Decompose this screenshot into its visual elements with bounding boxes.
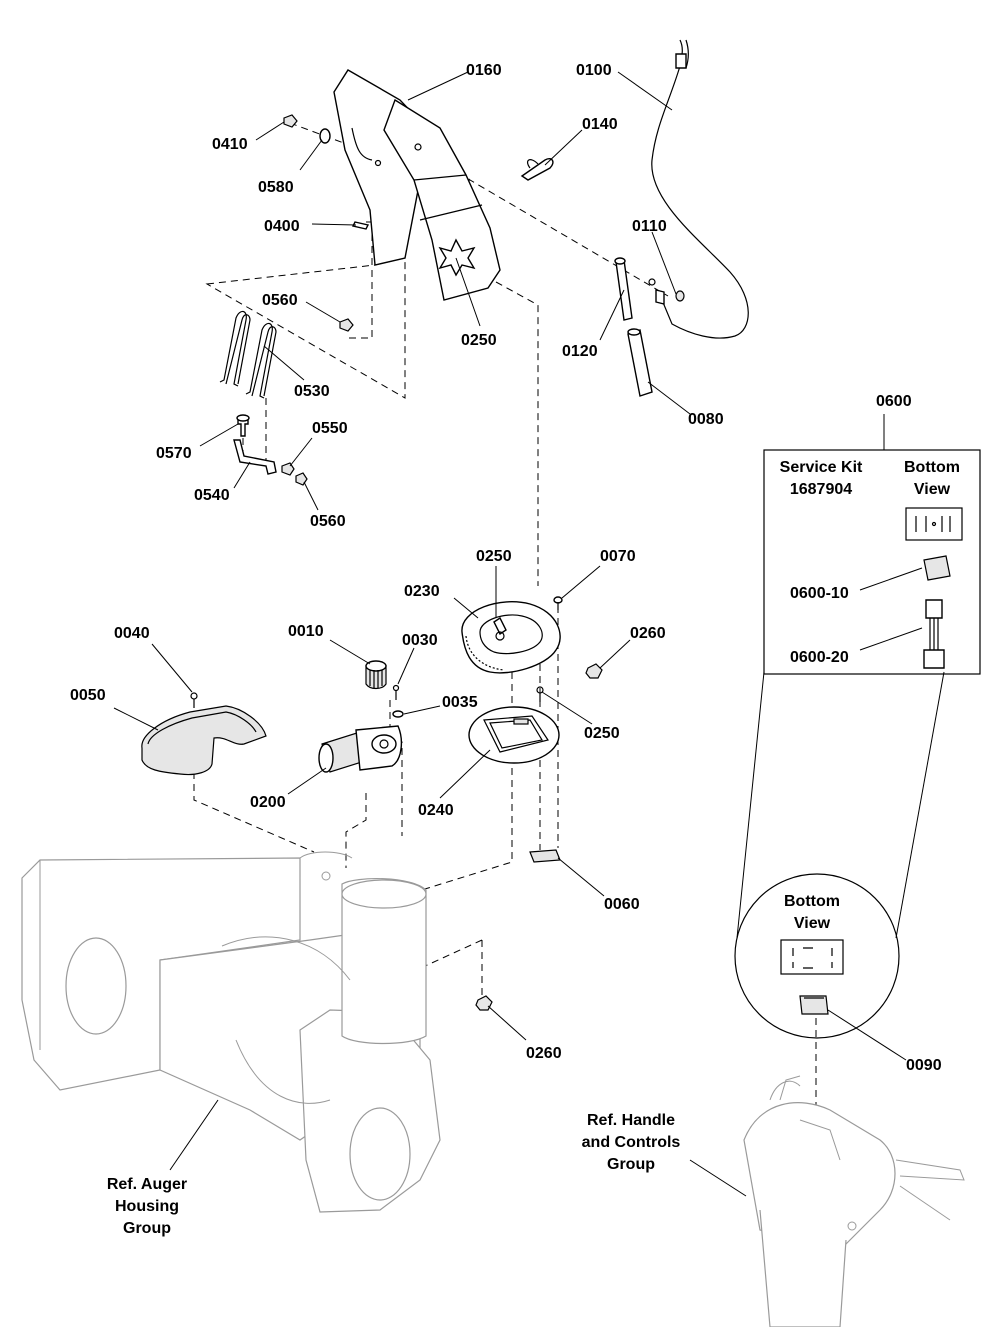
kit-view-line2: View: [914, 481, 951, 498]
label-0080: 0080: [688, 411, 724, 428]
label-0100: 0100: [576, 62, 612, 79]
part-labels: 0160 0100 0410 0580 0140 0400 0110 0560 …: [70, 62, 942, 1074]
handle-controls-reference: [743, 1075, 965, 1327]
label-0400: 0400: [264, 218, 300, 235]
label-0600-10: 0600-10: [790, 585, 849, 602]
label-0580: 0580: [258, 179, 294, 196]
label-0160: 0160: [466, 62, 502, 79]
label-0260-upper: 0260: [630, 625, 666, 642]
part-0060: [529, 849, 561, 863]
label-0035: 0035: [442, 694, 478, 711]
label-0200: 0200: [250, 794, 286, 811]
label-0090: 0090: [906, 1057, 942, 1074]
spring-deflector-bracket: [219, 310, 277, 399]
ref-handle-line2: and Controls: [582, 1134, 681, 1151]
label-0110: 0110: [632, 218, 667, 235]
callout-view-line2: View: [794, 915, 831, 932]
lever-bracket: [233, 414, 308, 486]
ring-gear: [461, 596, 563, 674]
nut-0260-upper: [585, 663, 603, 679]
label-0040: 0040: [114, 625, 150, 642]
label-0260-lower: 0260: [526, 1045, 562, 1062]
auger-housing-reference: [21, 851, 441, 1213]
label-0530: 0530: [294, 383, 330, 400]
label-0250-chute: 0250: [461, 332, 497, 349]
leader-lines: [113, 71, 923, 1197]
chute-assembly: [333, 69, 501, 301]
label-0600: 0600: [876, 393, 912, 410]
service-kit-box: Service Kit 1687904 Bottom View: [763, 414, 981, 675]
kit-view-line1: Bottom: [904, 459, 960, 476]
ref-handle-line1: Ref. Handle: [587, 1112, 675, 1129]
label-0600-20: 0600-20: [790, 649, 849, 666]
label-0250-plate: 0250: [584, 725, 620, 742]
label-0550: 0550: [312, 420, 348, 437]
ref-auger-line2: Housing: [115, 1198, 179, 1215]
bottom-view-callout: Bottom View: [734, 671, 945, 1039]
label-0060: 0060: [604, 896, 640, 913]
motor-cover: [141, 692, 267, 776]
label-0250-ring: 0250: [476, 548, 512, 565]
label-0030: 0030: [402, 632, 438, 649]
label-0140: 0140: [582, 116, 618, 133]
label-0050: 0050: [70, 687, 106, 704]
label-0240: 0240: [418, 802, 454, 819]
kit-title-line1: Service Kit: [780, 459, 863, 476]
adaptor-plate: [468, 686, 560, 764]
label-0540: 0540: [194, 487, 230, 504]
label-0560-upper: 0560: [262, 292, 298, 309]
ref-auger-line3: Group: [123, 1220, 171, 1237]
label-0230: 0230: [404, 583, 440, 600]
label-0010: 0010: [288, 623, 324, 640]
ref-handle-line3: Group: [607, 1156, 655, 1173]
rod-and-sleeve: [614, 257, 653, 397]
label-0560-lower: 0560: [310, 513, 346, 530]
kit-title-line2: 1687904: [790, 481, 852, 498]
cable-clip: [520, 158, 554, 181]
label-0120: 0120: [562, 343, 598, 360]
callout-view-line1: Bottom: [784, 893, 840, 910]
cable: [648, 39, 749, 339]
label-0070: 0070: [600, 548, 636, 565]
ref-auger-line1: Ref. Auger: [107, 1176, 187, 1193]
reference-labels: Ref. Auger Housing Group Ref. Handle and…: [107, 1112, 681, 1237]
label-0410: 0410: [212, 136, 248, 153]
chute-motor: [318, 725, 403, 773]
motor-gear: [365, 660, 404, 718]
label-0570: 0570: [156, 445, 192, 462]
